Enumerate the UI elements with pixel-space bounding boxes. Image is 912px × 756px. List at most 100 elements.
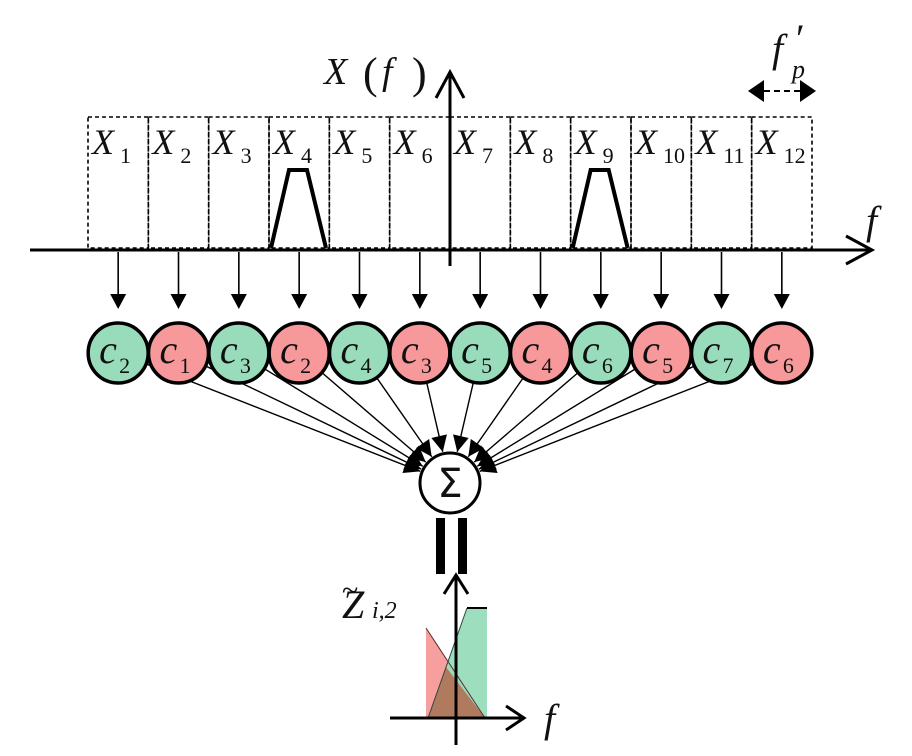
band-label-index: 8: [542, 143, 553, 168]
band-label-index: 7: [482, 143, 493, 168]
down-arrow-icon: [170, 252, 187, 309]
band-label: X: [150, 122, 176, 162]
y-label-f: f: [382, 51, 397, 93]
band-label: X: [211, 122, 237, 162]
coefficient-label: c: [220, 327, 238, 372]
y-label-paren-open: (: [363, 49, 378, 98]
coefficient-label: c: [160, 327, 178, 372]
fan-line: [453, 380, 475, 452]
fan-line: [320, 371, 427, 463]
band-label: X: [90, 122, 116, 162]
band-label: X: [754, 122, 780, 162]
coefficient-label-index: 6: [602, 353, 613, 378]
fan-arrowhead-icon: [408, 445, 426, 463]
coefficient-label: c: [99, 327, 117, 372]
coefficient-label: c: [642, 327, 660, 372]
output-spectrum: [390, 572, 527, 745]
band-signal-trapezoid: [570, 168, 630, 249]
coefficient-label-index: 2: [119, 353, 130, 378]
band-label: X: [633, 122, 659, 162]
output-f-axis-arrowhead-icon: [505, 704, 527, 732]
spectrum-y-axis-label: X ( f ): [322, 49, 427, 98]
fan-arrowhead-icon: [468, 439, 484, 457]
coefficient-label-index: 4: [542, 353, 553, 378]
coefficient-label-index: 5: [481, 353, 492, 378]
output-label-tilde: ~: [342, 574, 358, 607]
band-label-index: 10: [663, 143, 685, 168]
coefficient-label-index: 4: [361, 353, 372, 378]
coefficient-label: c: [341, 327, 359, 372]
coefficient-label-index: 5: [662, 353, 673, 378]
coefficient-label-index: 1: [180, 353, 191, 378]
band-label: X: [693, 122, 719, 162]
sigma-icon: Σ: [437, 461, 462, 507]
coefficient-label: c: [522, 327, 540, 372]
down-arrow-icon: [230, 252, 247, 309]
down-arrow-icon: [532, 252, 549, 309]
band-to-coefficient-arrows: [110, 252, 790, 309]
output-f-axis-label: f: [544, 696, 560, 741]
coefficient-label-index: 2: [300, 353, 311, 378]
band-label: X: [271, 122, 297, 162]
output-label: ~ Z i,2: [342, 574, 397, 627]
down-arrow-icon: [592, 252, 609, 309]
band-label: X: [331, 122, 357, 162]
bandwidth-label-prime: ′: [796, 16, 805, 61]
fan-arrowhead-icon: [479, 458, 498, 473]
band-label-index: 9: [603, 143, 614, 168]
y-label-x: X: [322, 51, 349, 93]
bandwidth-left-arrow-icon: [748, 80, 764, 102]
band-label-index: 5: [361, 143, 372, 168]
f-axis-arrowhead-icon: [845, 234, 876, 266]
coefficient-label: c: [763, 327, 781, 372]
coefficient-label-index: 3: [421, 353, 432, 378]
down-arrow-icon: [472, 252, 489, 309]
down-arrow-icon: [110, 252, 127, 309]
spectrum-y-axis: [434, 68, 466, 266]
fan-line: [473, 371, 580, 463]
band-label-index: 3: [241, 143, 252, 168]
y-label-paren-close: ): [412, 49, 427, 98]
band-label: X: [452, 122, 478, 162]
down-arrow-icon: [351, 252, 368, 309]
coefficient-label: c: [461, 327, 479, 372]
output-label-sub: i,2: [372, 598, 397, 624]
coefficient-label-index: 6: [783, 353, 794, 378]
sum-node: Σ: [418, 451, 482, 515]
coefficient-label-index: 7: [723, 353, 734, 378]
fan-line: [375, 375, 433, 458]
bandwidth-label-f: f: [772, 26, 788, 71]
down-arrow-icon: [653, 252, 670, 309]
fan-line: [476, 367, 638, 467]
output-label-z: Z: [342, 582, 365, 627]
coefficient-label: c: [582, 327, 600, 372]
band-label-index: 2: [180, 143, 191, 168]
fan-arrowhead-icon: [431, 434, 447, 452]
band-signal-trapezoid: [269, 168, 328, 249]
band-label-index: 6: [422, 143, 433, 168]
band-label-index: 4: [301, 143, 312, 168]
output-y-axis-arrowhead-icon: [442, 572, 470, 595]
band-label-index: 1: [120, 143, 131, 168]
